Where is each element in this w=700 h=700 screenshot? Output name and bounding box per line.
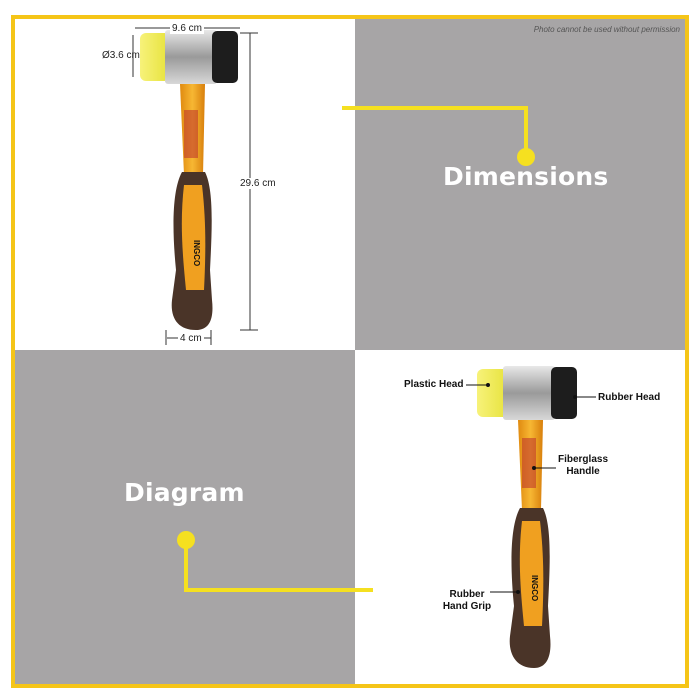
dimensions-title-panel <box>355 19 685 350</box>
head-diameter-label: Ø3.6 cm <box>102 50 140 61</box>
product-image-frame <box>11 15 689 688</box>
rubber-head-label: Rubber Head <box>598 392 661 403</box>
brand-logo-text: INGCO <box>192 240 201 266</box>
plastic-head-label: Plastic Head <box>404 379 464 390</box>
rubber-hand-grip-label: Rubber Hand Grip <box>440 589 494 613</box>
handle-width-label: 4 cm <box>178 333 204 344</box>
hammer-handle: INGCO <box>171 84 213 330</box>
dimensions-title: Dimensions <box>443 162 609 191</box>
hammer-handle-diagram: INGCO <box>509 420 551 668</box>
copyright-notice: Photo cannot be used without permission <box>533 25 680 34</box>
rubber-grip-line1: Rubber <box>449 589 485 600</box>
brand-logo-text-diagram: INGCO <box>530 575 539 601</box>
dimensions-connector-dot <box>517 148 535 166</box>
fiberglass-handle-line2: Handle <box>566 466 600 477</box>
diagram-connector-dot <box>177 531 195 549</box>
fiberglass-handle-label: Fiberglass Handle <box>556 454 610 478</box>
rubber-grip-line2: Hand Grip <box>442 601 492 612</box>
hammer-head <box>140 30 238 84</box>
diagram-title-panel <box>15 350 355 684</box>
dimensions-connector <box>342 106 528 157</box>
part-pointers <box>466 383 596 594</box>
dimension-lines <box>132 27 258 345</box>
fiberglass-handle-line1: Fiberglass <box>557 454 609 465</box>
head-length-label: 9.6 cm <box>170 23 205 34</box>
diagram-connector <box>184 540 373 592</box>
hammer-head-diagram <box>477 366 577 420</box>
total-length-label: 29.6 cm <box>238 178 278 189</box>
diagram-title: Diagram <box>124 478 245 507</box>
